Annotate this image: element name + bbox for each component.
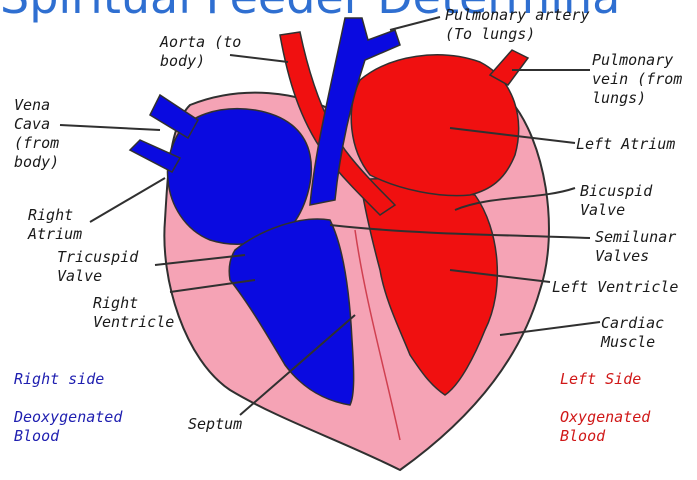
label-septum: Septum (188, 415, 242, 434)
label-right-atrium: Right Atrium (28, 206, 82, 244)
label-bicuspid-valve: Bicuspid Valve (580, 182, 652, 220)
vena-cava-shape (150, 95, 198, 138)
label-vena-cava: Vena Cava (from body) (14, 96, 59, 172)
label-pulmonary-artery: Pulmonary artery (To lungs) (445, 6, 590, 44)
label-left-ventricle: Left Ventricle (552, 278, 678, 297)
label-cardiac-muscle: Cardiac Muscle (601, 314, 664, 352)
legend-oxygenated: Oxygenated Blood (560, 408, 650, 446)
legend-right-side: Right side (14, 370, 104, 389)
label-right-ventricle: Right Ventricle (93, 294, 174, 332)
legend-deoxygenated: Deoxygenated Blood (14, 408, 122, 446)
label-aorta: Aorta (to body) (160, 33, 241, 71)
legend-left-side: Left Side (560, 370, 641, 389)
label-left-atrium: Left Atrium (576, 135, 675, 154)
label-tricuspid-valve: Tricuspid Valve (57, 248, 138, 286)
label-semilunar-valves: Semilunar Valves (595, 228, 676, 266)
label-pulmonary-vein: Pulmonary vein (from lungs) (592, 51, 682, 108)
